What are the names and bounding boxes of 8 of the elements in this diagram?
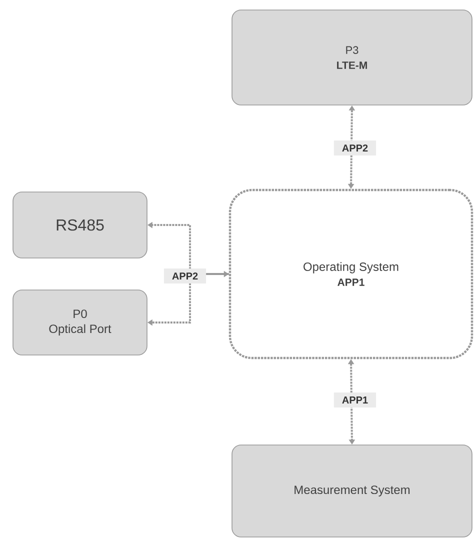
edge-label: APP2 [164, 268, 206, 284]
process-box: P3 LTE-M [232, 10, 472, 106]
edge-label: APP1 [334, 392, 376, 408]
dotted-box: Operating System APP1 [228, 188, 474, 360]
process-box: Measurement System [232, 444, 472, 538]
process-box: RS485 [12, 192, 148, 258]
process-box: P0 Optical Port [12, 290, 148, 356]
edge-label: APP2 [334, 140, 376, 156]
